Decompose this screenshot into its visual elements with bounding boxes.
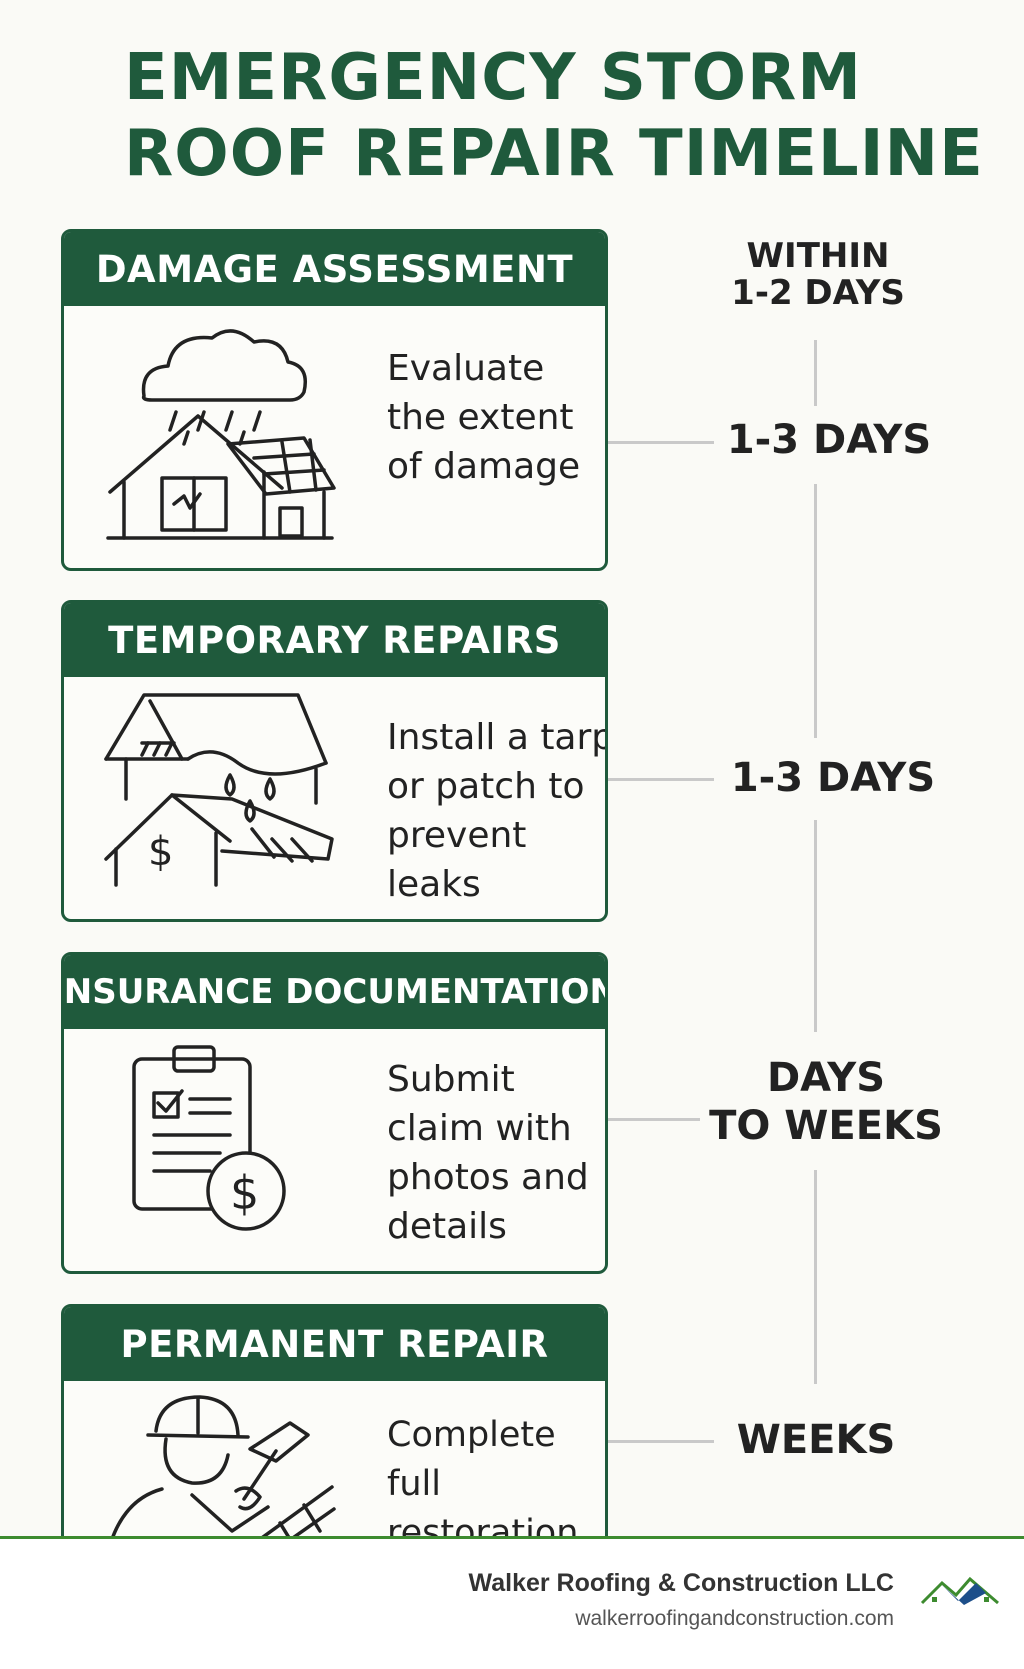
timeline-duration-label: WEEKS <box>736 1417 896 1463</box>
svg-text:$: $ <box>230 1166 259 1220</box>
title-line-1: EMERGENCY STORM <box>124 41 862 115</box>
timeline-line-segment <box>814 820 817 1032</box>
step-heading: TEMPORARY REPAIRS <box>64 603 605 677</box>
step-card-insurance-documentation: INSURANCE DOCUMENTATION $ Submit claim w… <box>61 952 608 1274</box>
step-card-damage-assessment: DAMAGE ASSESSMENT <box>61 229 608 571</box>
storm-house-icon <box>104 316 344 550</box>
leaking-roof-icon: $ <box>102 689 342 893</box>
timeline-line-segment <box>814 484 817 738</box>
timeline-connector <box>608 1440 714 1443</box>
timeline-connector <box>608 1118 700 1121</box>
step-description: Submit claim with photos and details <box>387 1059 589 1247</box>
timeline-start-label: WITHIN 1-2 DAYS <box>731 236 905 313</box>
step-description: Evaluate the extent of damage <box>387 348 581 487</box>
step-heading: INSURANCE DOCUMENTATION <box>64 955 605 1029</box>
timeline-duration-label: 1-3 DAYS <box>730 755 936 801</box>
svg-text:$: $ <box>148 829 173 875</box>
title-line-2: ROOF REPAIR TIMELINE <box>124 117 984 191</box>
timeline-connector <box>608 441 714 444</box>
timeline-duration-label: 1-3 DAYS <box>726 417 932 463</box>
timeline-connector <box>608 778 714 781</box>
step-description: Install a tarp or patch to prevent leaks <box>387 717 608 905</box>
company-name: Walker Roofing & Construction LLC <box>468 1569 894 1597</box>
timeline-duration-label: DAYS TO WEEKS <box>709 1055 943 1149</box>
footer: Walker Roofing & Construction LLC walker… <box>0 1536 1024 1669</box>
step-heading: PERMANENT REPAIR <box>64 1307 605 1381</box>
timeline-line-segment <box>814 340 817 406</box>
house-roof-logo-icon <box>920 1573 1000 1617</box>
clipboard-dollar-icon: $ <box>130 1041 300 1245</box>
step-heading: DAMAGE ASSESSMENT <box>64 232 605 306</box>
timeline-line-segment <box>814 1170 817 1384</box>
company-url[interactable]: walkerroofingandconstruction.com <box>575 1607 894 1630</box>
step-card-temporary-repairs: TEMPORARY REPAIRS <box>61 600 608 922</box>
page-title: EMERGENCY STORM ROOF REPAIR TIMELINE <box>124 40 984 192</box>
